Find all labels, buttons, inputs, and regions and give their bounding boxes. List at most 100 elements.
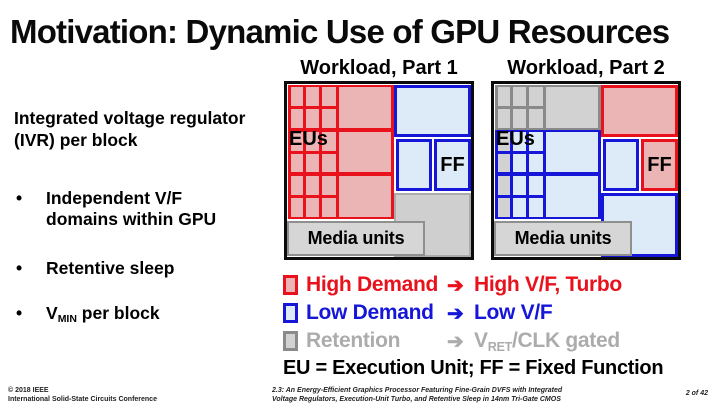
arrow-right-icon: ➔: [447, 274, 464, 297]
gpu-diagram-part2: FF Media units EUs: [491, 81, 681, 260]
legend-result: Low V/F: [474, 301, 553, 324]
eu-group: [495, 174, 601, 220]
left-text-panel: Integrated voltage regulator (IVR) per b…: [14, 108, 278, 152]
bullet-text: Retentive sleep: [46, 258, 175, 278]
legend-result: High V/F, Turbo: [474, 273, 622, 296]
eu-cell: [512, 176, 526, 196]
footer-copyright: © 2018 IEEE International Solid-State Ci…: [8, 386, 157, 405]
eu-cell: [305, 198, 319, 218]
eu-cell: [291, 131, 303, 151]
legend-result: VRET/CLK gated: [474, 329, 620, 354]
eu-cell: [291, 198, 303, 218]
eu-group: [495, 129, 601, 175]
media-units-label: Media units: [514, 228, 612, 248]
eu-cell-large: [338, 131, 391, 173]
eu-cell-large: [338, 87, 391, 128]
block-top-right: [394, 85, 471, 137]
eu-cell: [305, 153, 319, 173]
eu-cell: [321, 131, 336, 151]
eu-cell: [512, 131, 526, 151]
media-units-block: Media units: [287, 221, 425, 256]
eu-cell: [305, 108, 319, 128]
legend-label: Retention: [306, 329, 401, 352]
eu-cell: [291, 87, 303, 106]
bullet-icon: •: [16, 258, 23, 278]
retention-swatch-icon: [283, 331, 298, 351]
eu-cell: [291, 153, 303, 173]
block-mid: [603, 139, 639, 191]
eu-cell: [291, 108, 303, 128]
block-ff: FF: [641, 139, 678, 191]
eu-group: [288, 129, 394, 175]
bullet-retentive-sleep: • Retentive sleep: [16, 258, 246, 279]
workload-part1-header: Workload, Part 1: [300, 57, 458, 79]
ff-label: FF: [647, 153, 672, 176]
media-units-label: Media units: [307, 228, 405, 248]
legend-label: High Demand: [306, 273, 439, 296]
eu-cell: [321, 153, 336, 173]
bullet-text: Independent V/F domains within GPU: [46, 188, 217, 230]
arrow-right-icon: ➔: [447, 330, 464, 353]
eu-cell: [305, 131, 319, 151]
low-demand-swatch-icon: [283, 303, 298, 323]
eu-group: [495, 85, 601, 130]
eu-region: [288, 85, 394, 220]
eus-label: EUs: [289, 128, 328, 150]
conference-line: International Solid-State Circuits Confe…: [8, 396, 157, 404]
eu-cell: [512, 108, 526, 128]
eu-cell: [498, 131, 510, 151]
eu-cell: [321, 108, 336, 128]
eu-cell: [528, 198, 543, 218]
eu-cell: [528, 87, 543, 106]
eu-cell: [528, 176, 543, 196]
footer-paper-title: 2.3: An Energy-Efficient Graphics Proces…: [272, 386, 632, 405]
eu-group: [288, 85, 394, 130]
block-ff: FF: [434, 139, 471, 191]
legend-label: Low Demand: [306, 301, 434, 324]
bullet-independent-vf: • Independent V/F domains within GPU: [16, 188, 246, 231]
eu-cell-large: [545, 131, 598, 173]
arrow-right-icon: ➔: [447, 302, 464, 325]
eu-cell: [498, 87, 510, 106]
page-title: Motivation: Dynamic Use of GPU Resources: [10, 13, 670, 50]
abbreviation-note: EU = Execution Unit; FF = Fixed Function: [283, 357, 664, 379]
eu-cell: [498, 176, 510, 196]
media-units-block: Media units: [494, 221, 632, 256]
legend-row-low-demand: Low Demand ➔ Low V/F: [283, 299, 622, 327]
eu-cell: [321, 198, 336, 218]
copyright-line: © 2018 IEEE: [8, 387, 49, 394]
eu-cell: [305, 87, 319, 106]
eu-cell: [512, 87, 526, 106]
legend: High Demand ➔ High V/F, Turbo Low Demand…: [283, 271, 622, 355]
bullet-text: VMIN per block: [46, 303, 160, 325]
paper-title-line: 2.3: An Energy-Efficient Graphics Proces…: [272, 387, 563, 394]
bullet-icon: •: [16, 303, 23, 323]
eu-cell: [498, 153, 510, 173]
block-mid: [396, 139, 432, 191]
eu-cell: [321, 87, 336, 106]
eu-cell-large: [545, 87, 598, 128]
eu-cell-large: [338, 176, 391, 218]
eu-cell: [528, 131, 543, 151]
paper-title-line: Voltage Regulators, Execution-Unit Turbo…: [272, 396, 561, 404]
legend-row-retention: Retention ➔ VRET/CLK gated: [283, 327, 622, 355]
page-number: 2 of 42: [685, 390, 708, 397]
eu-group: [288, 174, 394, 220]
eu-cell: [291, 176, 303, 196]
bullet-icon: •: [16, 188, 23, 208]
high-demand-swatch-icon: [283, 275, 298, 295]
eu-cell: [512, 198, 526, 218]
workload-part2-header: Workload, Part 2: [507, 57, 665, 79]
eu-cell: [321, 176, 336, 196]
ff-label: FF: [440, 153, 465, 176]
eus-label: EUs: [496, 128, 535, 150]
eu-region: [495, 85, 601, 220]
eu-cell: [528, 108, 543, 128]
eu-cell: [498, 108, 510, 128]
gpu-diagram-part1: FF Media units EUs: [284, 81, 474, 260]
legend-row-high-demand: High Demand ➔ High V/F, Turbo: [283, 271, 622, 299]
block-top-right: [601, 85, 678, 137]
eu-cell: [512, 153, 526, 173]
eu-cell-large: [545, 176, 598, 218]
